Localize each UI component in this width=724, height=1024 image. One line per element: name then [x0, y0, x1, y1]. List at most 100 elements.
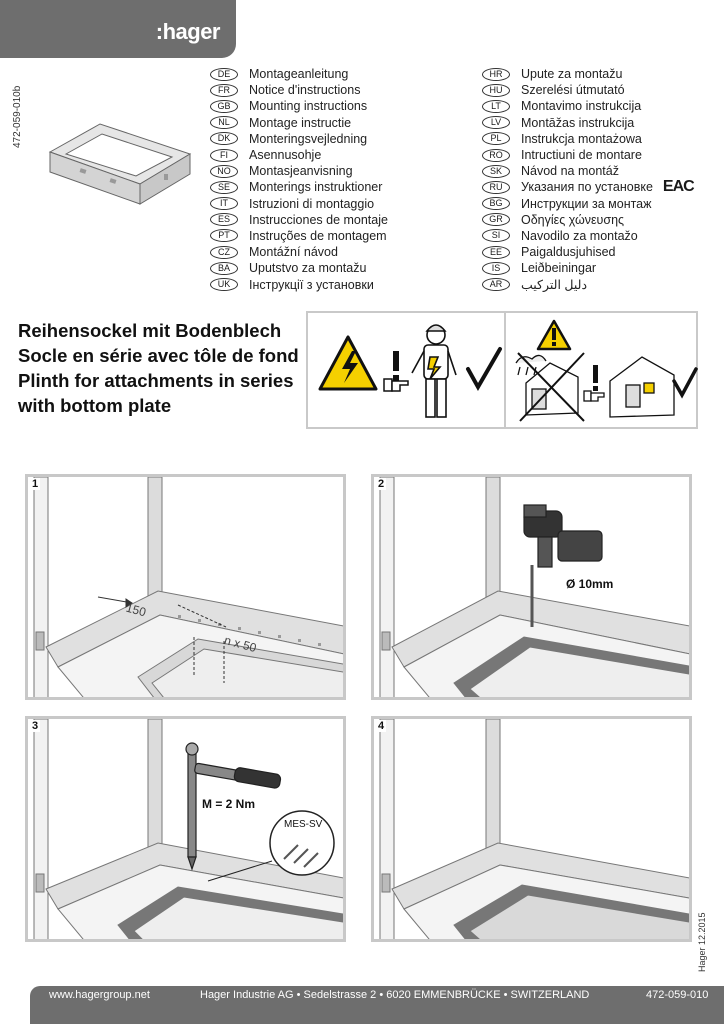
- pointing-hand-icon: [383, 378, 409, 392]
- footer-website: www.hagergroup.net: [49, 989, 150, 1001]
- step-panel-4: 4: [371, 716, 692, 942]
- language-code: GR: [482, 213, 510, 227]
- language-code: ES: [210, 213, 238, 227]
- language-label: Instrukcja montażowa: [521, 131, 642, 146]
- safety-warning-box: [306, 311, 698, 429]
- warning-triangle-icon: [536, 319, 572, 351]
- doc-number-vertical: 472-059-010b: [12, 85, 23, 148]
- language-row: BG Инструкции за монтаж: [482, 196, 694, 212]
- language-label: Інструкції з установки: [249, 277, 374, 292]
- step-1-illustration: [33, 477, 343, 697]
- language-code: DE: [210, 67, 238, 81]
- step-number: 4: [376, 720, 387, 732]
- checkmark-icon: [466, 347, 502, 392]
- language-label: Istruzioni di montaggio: [249, 196, 375, 211]
- title-line-fr: Socle en série avec tôle de fond: [18, 345, 299, 366]
- step-number: 3: [30, 720, 41, 732]
- language-row: ES Instrucciones de montaje: [210, 212, 388, 228]
- language-label: Asennusohje: [249, 148, 322, 163]
- language-code: AR: [482, 278, 510, 292]
- document-title: Reihensockel mit Bodenblech Socle en sér…: [18, 318, 299, 418]
- language-row: FI Asennusohje: [210, 147, 388, 163]
- step-4-illustration: [379, 719, 689, 939]
- exclamation-icon: [593, 365, 598, 391]
- title-line-en-2: with bottom plate: [18, 395, 172, 416]
- step-number: 1: [30, 478, 41, 490]
- language-row: LV Montāžas instrukcija: [482, 115, 694, 131]
- language-row: GR Οδηγίες χώνευσης: [482, 212, 694, 228]
- language-code: UK: [210, 278, 238, 292]
- language-code: NO: [210, 164, 238, 178]
- title-line-de: Reihensockel mit Bodenblech: [18, 320, 282, 341]
- language-code: FI: [210, 148, 238, 162]
- drill-size-label: Ø 10mm: [566, 577, 614, 591]
- language-code: PL: [482, 132, 510, 146]
- language-label: Инструкции за монтаж: [521, 196, 652, 211]
- language-code: BG: [482, 197, 510, 211]
- eac-mark: EAC: [662, 178, 695, 196]
- language-row: SI Navodilo za montažo: [482, 228, 694, 244]
- language-code: SK: [482, 164, 510, 178]
- language-code: RO: [482, 148, 510, 162]
- language-row: IT Istruzioni di montaggio: [210, 196, 388, 212]
- language-code: FR: [210, 83, 238, 97]
- step-panel-1: 1 150 n x 50: [25, 474, 346, 700]
- mes-sv-screws-callout: [207, 810, 335, 882]
- torque-label: M = 2 Nm: [202, 797, 256, 811]
- language-label: Montāžas instrukcija: [521, 115, 635, 130]
- language-label: Οδηγίες χώνευσης: [521, 212, 625, 227]
- language-row: RO Intructiuni de montare: [482, 147, 694, 163]
- hager-logo: :hager: [155, 19, 221, 44]
- electrician-figure-icon: [411, 324, 457, 418]
- language-row: FR Notice d'instructions: [210, 82, 388, 98]
- language-label: Intructiuni de montare: [521, 148, 642, 163]
- language-row: PL Instrukcja montażowa: [482, 131, 694, 147]
- language-code: IS: [482, 261, 510, 275]
- language-code: EE: [482, 245, 510, 259]
- checkmark-icon: [672, 367, 698, 399]
- pointing-hand-icon: [583, 390, 605, 402]
- footer-address: Hager Industrie AG • Sedelstrasse 2 • 60…: [200, 989, 590, 1001]
- part-label: MES-SV: [284, 819, 323, 830]
- step-panel-3: 3 M = 2 Nm MES-SV: [25, 716, 346, 942]
- language-label: Указания по установке: [521, 180, 653, 195]
- language-code: CZ: [210, 245, 238, 259]
- language-code: SE: [210, 180, 238, 194]
- electric-hazard-icon: [318, 335, 378, 391]
- language-code: IT: [210, 197, 238, 211]
- footer-bar: www.hagergroup.net Hager Industrie AG • …: [30, 986, 724, 1024]
- language-code: SI: [482, 229, 510, 243]
- language-label: Monterings instruktioner: [249, 180, 383, 195]
- language-code: DK: [210, 132, 238, 146]
- language-label: Navodilo za montažo: [521, 228, 638, 243]
- language-label: Upute za montažu: [521, 67, 623, 82]
- language-label: Mounting instructions: [249, 99, 368, 114]
- language-code: LV: [482, 116, 510, 130]
- indoor-house-icon: [609, 356, 675, 418]
- exclamation-icon: [393, 351, 399, 381]
- plinth-product-image: [48, 123, 192, 205]
- safety-illustration: [318, 319, 698, 422]
- language-label: Szerelési útmutató: [521, 83, 625, 98]
- safety-divider: [504, 313, 506, 427]
- language-code: HU: [482, 83, 510, 97]
- language-row: HU Szerelési útmutató: [482, 82, 694, 98]
- language-label: Instrucciones de montaje: [249, 212, 388, 227]
- outdoor-house-crossed-icon: [515, 352, 585, 422]
- language-label: Notice d'instructions: [249, 83, 361, 98]
- language-row: SE Monterings instruktioner: [210, 179, 388, 195]
- drill-icon: [523, 504, 603, 627]
- date-vertical: Hager 12.2015: [697, 912, 707, 972]
